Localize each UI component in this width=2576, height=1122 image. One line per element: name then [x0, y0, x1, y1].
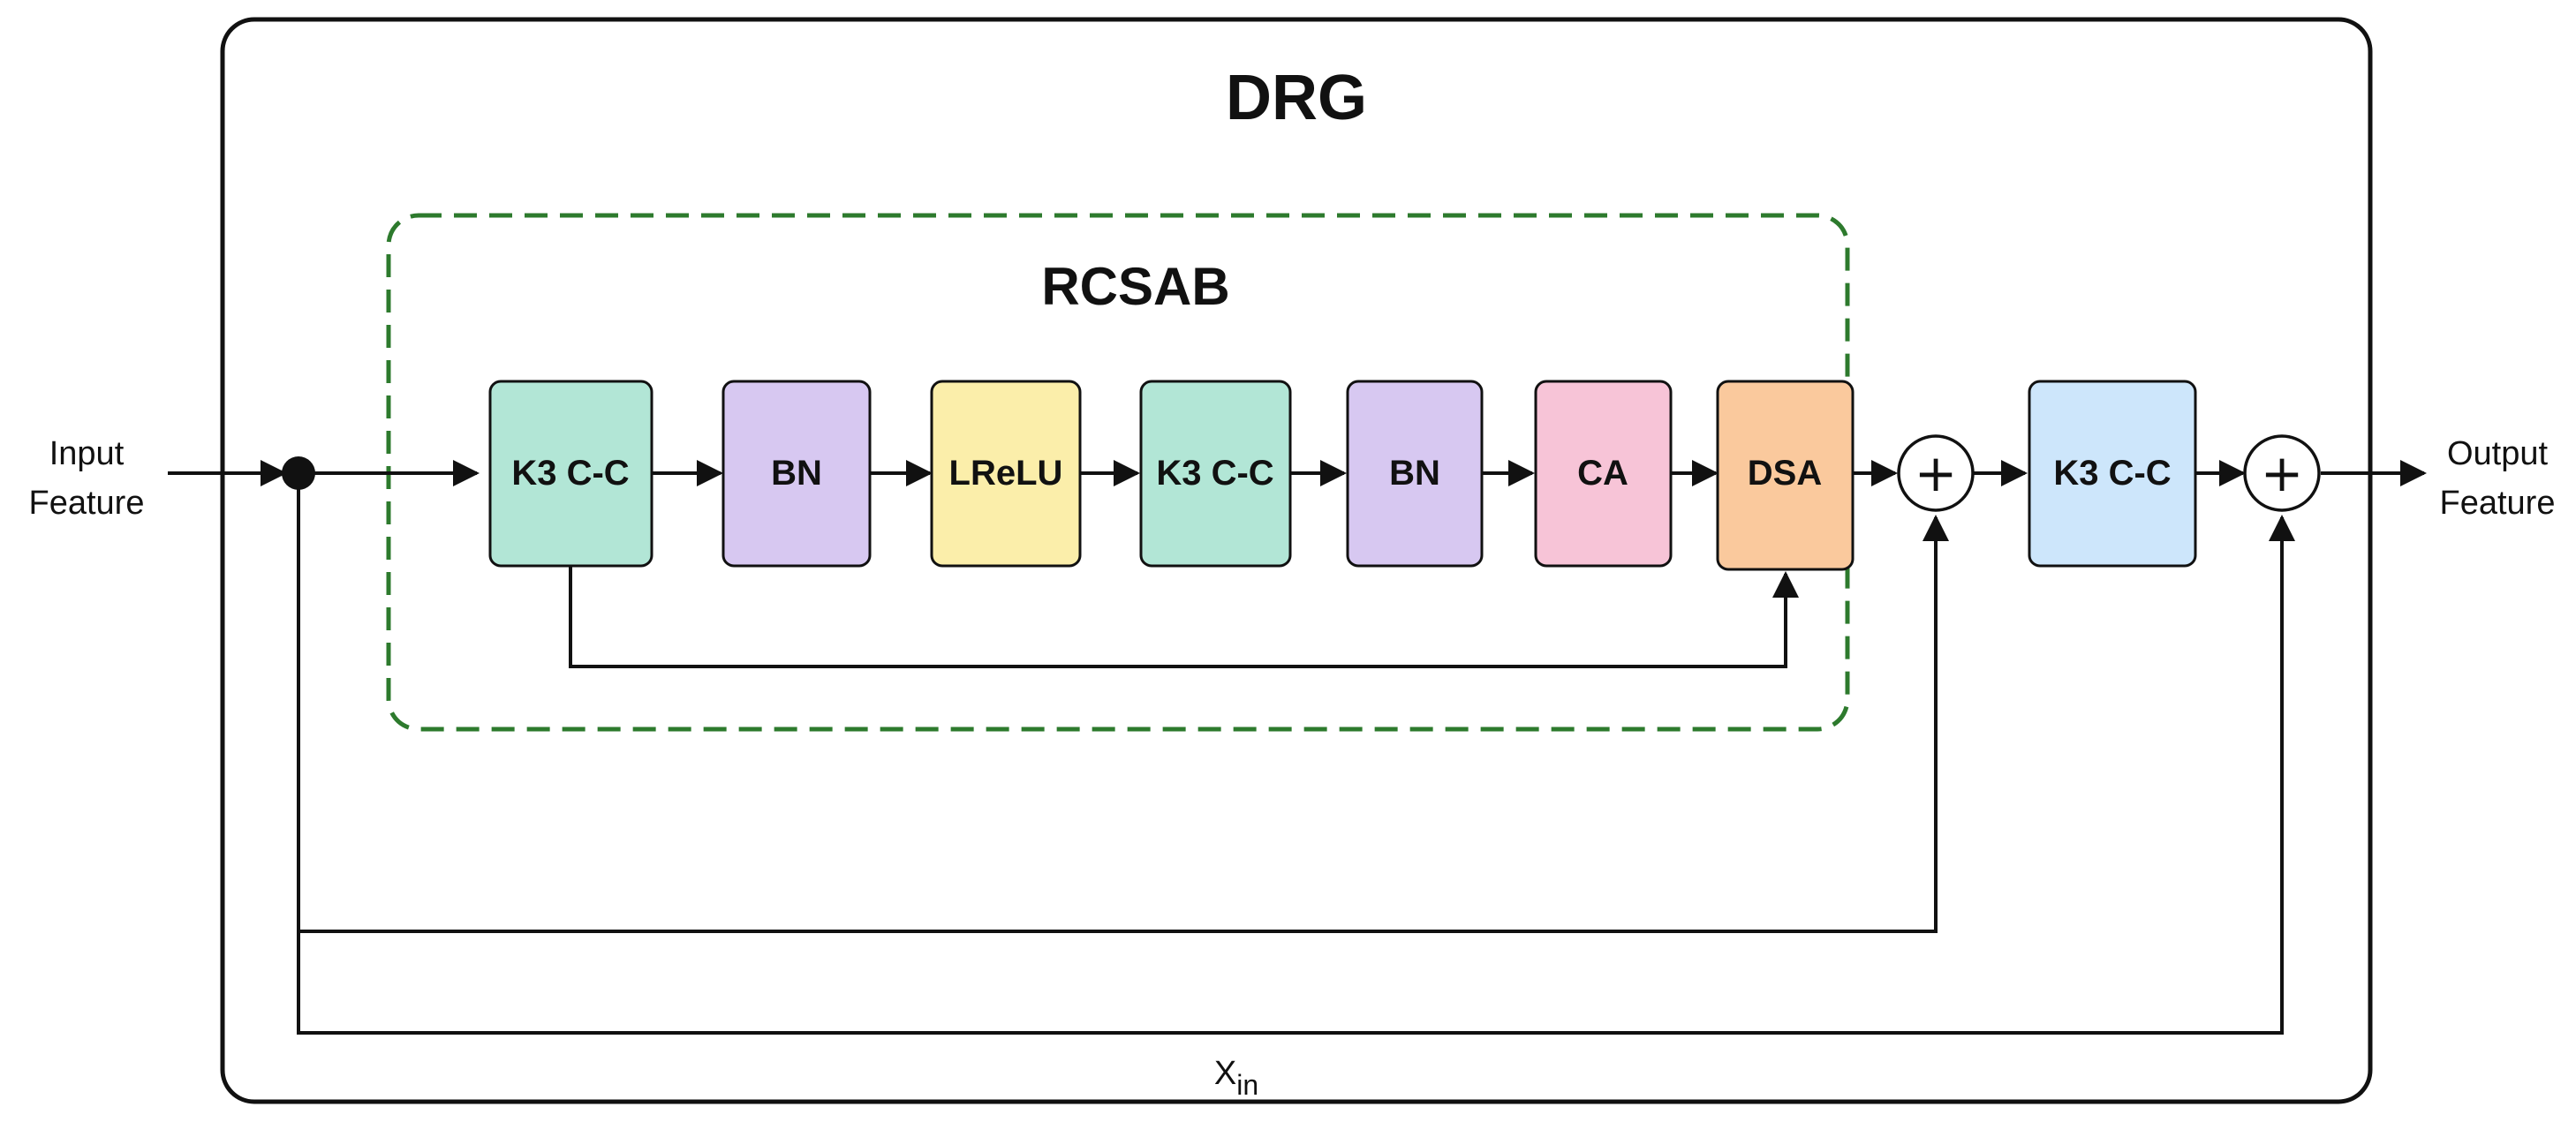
skip-to-sum-1: [297, 473, 1949, 933]
drg-title: DRG: [1226, 63, 1367, 133]
k3cc-2-label: K3 C-C: [1156, 454, 1273, 493]
dsa-block: DSA: [1716, 380, 1855, 571]
input-label-line1: Input: [49, 435, 125, 472]
bn-1-label: BN: [771, 454, 822, 493]
output-label-line2: Feature: [2440, 485, 2556, 522]
ca-label: CA: [1577, 454, 1628, 493]
bn-2-block: BN: [1346, 380, 1484, 568]
k3cc-3-box: [2028, 380, 2197, 568]
rcsab-title: RCSAB: [1041, 257, 1229, 316]
ca-box: [1534, 380, 1673, 568]
lrelu-box: [930, 380, 1082, 568]
k3cc-1-label: K3 C-C: [511, 454, 629, 493]
sum-node-2: +: [2243, 434, 2321, 512]
bn-2-box: [1346, 380, 1484, 568]
k3cc-3-block: K3 C-C: [2028, 380, 2197, 568]
k3cc-1-box: [488, 380, 653, 568]
bn-1-block: BN: [721, 380, 872, 568]
connection-wires: [168, 460, 2427, 1035]
dsa-box: [1716, 380, 1855, 571]
xin-main: X: [1214, 1055, 1236, 1092]
input-label-line2: Feature: [29, 485, 145, 522]
drg-container: [220, 17, 2373, 1104]
sum-node-1: +: [1897, 434, 1975, 512]
skip-to-sum-2-xin: [297, 515, 2295, 1035]
sum-2-circle: [2243, 434, 2321, 512]
ca-block: CA: [1534, 380, 1673, 568]
sum-1-symbol: +: [1915, 443, 1958, 503]
k3cc-2-block: K3 C-C: [1139, 380, 1292, 568]
k3cc-2-box: [1139, 380, 1292, 568]
xin-label: Xin: [1214, 1055, 1258, 1101]
lrelu-block: LReLU: [930, 380, 1082, 568]
sum-1-circle: [1897, 434, 1975, 512]
lrelu-label: LReLU: [949, 454, 1063, 493]
k3cc-3-label: K3 C-C: [2053, 454, 2171, 493]
sum-2-symbol: +: [2261, 443, 2304, 503]
input-junction-dot: [282, 456, 315, 490]
bn-2-label: BN: [1389, 454, 1440, 493]
inner-skip-connection: [569, 566, 1799, 668]
output-label-line1: Output: [2447, 435, 2549, 472]
bn-1-box: [721, 380, 872, 568]
dsa-label: DSA: [1748, 454, 1822, 493]
k3cc-1-block: K3 C-C: [488, 380, 653, 568]
xin-sub: in: [1236, 1069, 1258, 1101]
